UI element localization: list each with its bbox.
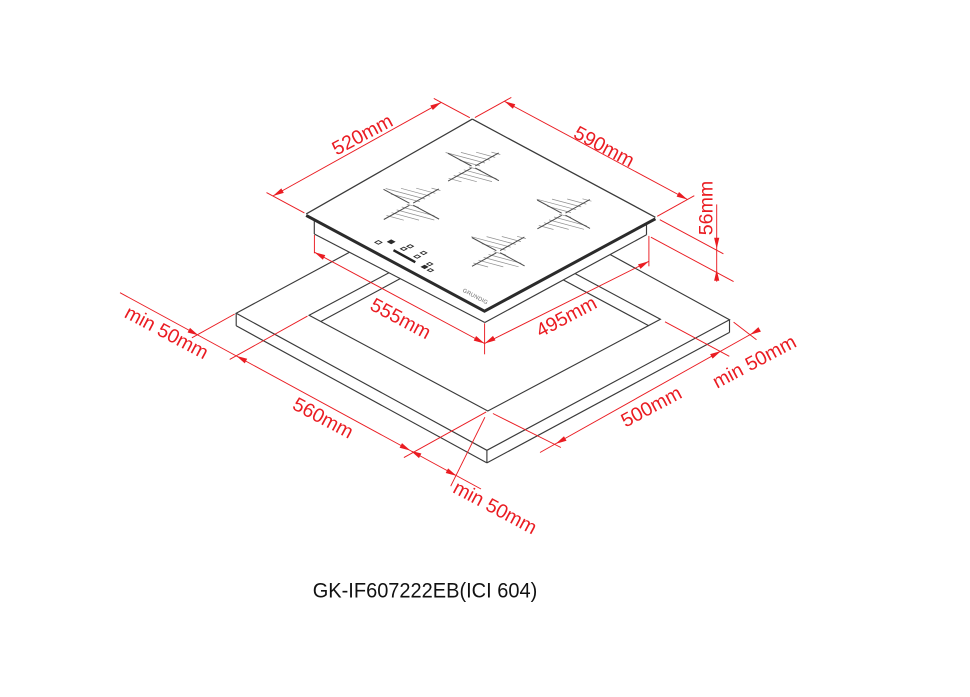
svg-text:GK-IF607222EB(ICI 604): GK-IF607222EB(ICI 604) bbox=[313, 580, 538, 603]
svg-text:56mm: 56mm bbox=[696, 181, 718, 235]
